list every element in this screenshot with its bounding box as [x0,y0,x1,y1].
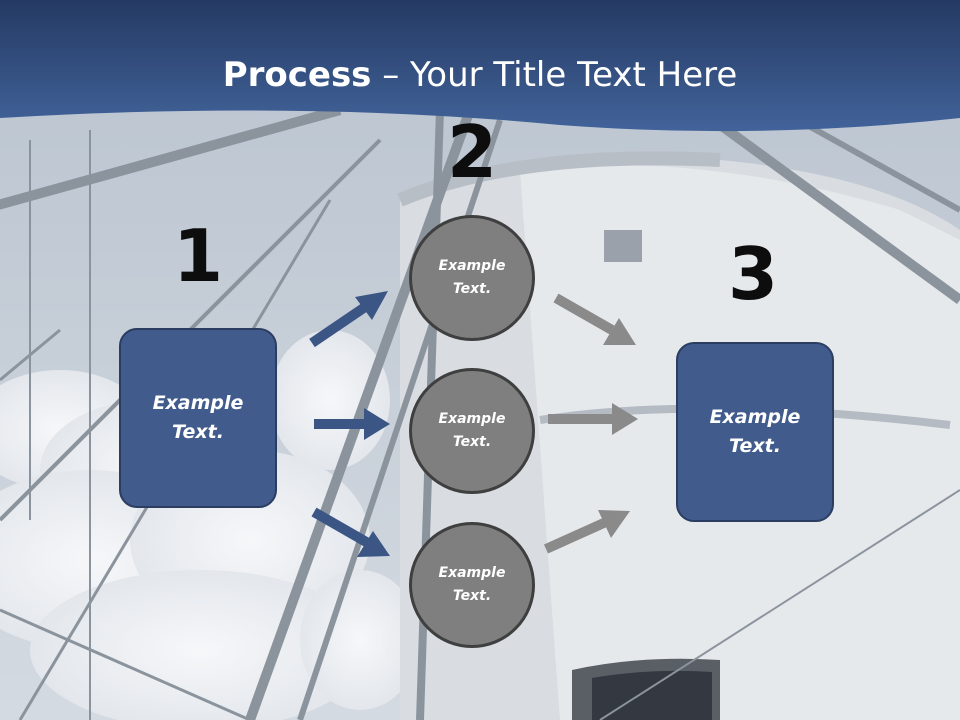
step-2-circle-top[interactable]: Example Text. [409,215,535,341]
title-banner [0,0,960,132]
step-1-box[interactable]: Example Text. [119,328,277,508]
step-3-label: Example Text. [709,406,801,457]
arrow-middle-to-3 [548,403,638,435]
slide-title: Process – Your Title Text Here [0,52,960,98]
arrow-1-to-top [309,291,388,348]
step-2-circle-bottom-label: Example Text. [438,565,506,604]
arrow-1-to-bottom [311,507,390,557]
arrow-bottom-to-3 [543,510,630,554]
step-2-circle-middle-label: Example Text. [438,411,506,450]
step-2-number: 2 [446,110,498,194]
arrow-top-to-3 [553,293,636,345]
step-1-label: Example Text. [152,392,244,443]
step-3-number: 3 [727,232,779,316]
slide-title-rest: – Your Title Text Here [371,55,738,95]
step-3-box[interactable]: Example Text. [676,342,834,522]
step-2-circle-middle[interactable]: Example Text. [409,368,535,494]
arrow-1-to-middle [314,408,390,440]
slide-title-bold: Process [222,55,372,95]
step-2-circle-bottom[interactable]: Example Text. [409,522,535,648]
step-2-circle-top-label: Example Text. [438,258,506,297]
step-1-number: 1 [172,214,224,298]
